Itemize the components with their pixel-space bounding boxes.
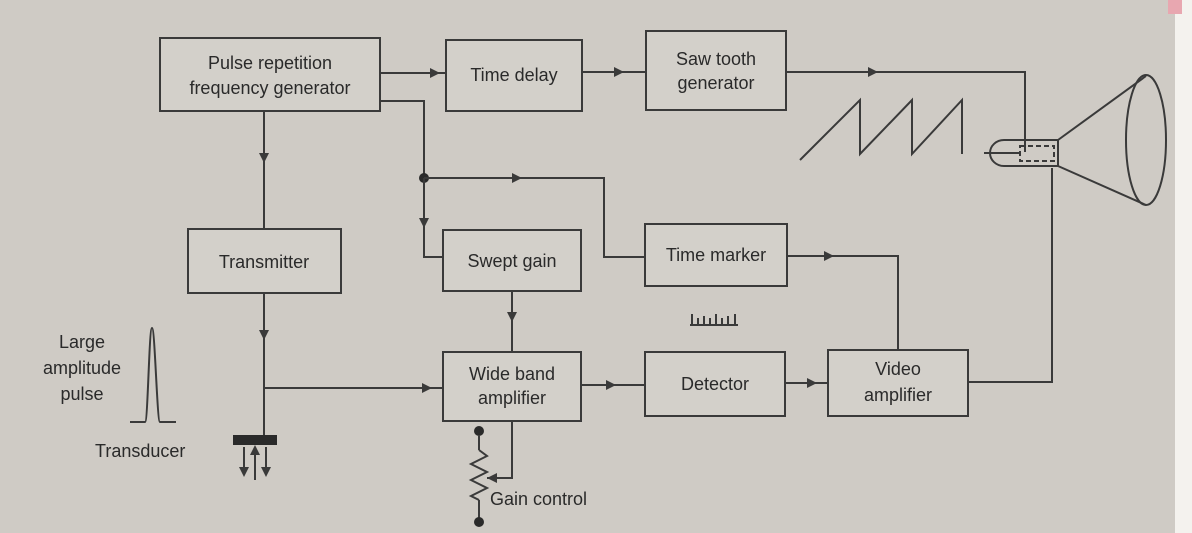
arrow-detector-to-video [807,378,817,388]
arrow-amplifier-to-detector [606,380,616,390]
block-detector: Detector [644,351,786,417]
gain-control-label: Gain control [490,489,587,509]
arrow-junction-to-time-marker [512,173,522,183]
arrow-swept-gain-to-amplifier [507,312,517,322]
detector-label: Detector [681,374,749,394]
arrow-delay-to-saw [614,67,624,77]
pulse-label-line3: pulse [60,384,103,404]
arrow-saw-to-crt [868,67,878,77]
time-marker-label: Time marker [666,245,766,265]
page-edge [1175,0,1192,533]
pulse-label: Large amplitude pulse [43,332,121,404]
wire-saw-to-crt [786,71,1026,152]
sawtooth-label-line2: generator [677,73,754,93]
crt-display-icon [984,74,1167,206]
sawtooth-waveform [799,97,963,161]
video-amplifier-label-line2: amplifier [864,385,932,405]
block-sawtooth-generator: Saw tooth generator [645,30,787,111]
block-transmitter: Transmitter [187,228,342,294]
arrow-gain-control-wiper [487,473,497,483]
time-marker-pips-icon [690,314,738,326]
transmitter-label: Transmitter [219,252,309,272]
arrow-prf-to-delay [430,68,440,78]
block-video-amplifier: Video amplifier [827,349,969,417]
arrow-junction-to-swept-gain [419,218,429,228]
sawtooth-label-line1: Saw tooth [676,49,756,69]
wire-junction-to-swept-gain [423,178,443,258]
corner-mark [1168,0,1182,14]
transducer-icon [233,435,277,480]
swept-gain-label: Swept gain [467,251,556,271]
time-delay-label: Time delay [470,65,557,85]
block-time-delay: Time delay [445,39,583,112]
video-amplifier-label-line1: Video [875,359,921,379]
wire-video-to-crt [968,168,1053,383]
pulse-label-line2: amplitude [43,358,121,378]
block-time-marker: Time marker [644,223,788,287]
arrow-transmitter-to-transducer [259,330,269,340]
connectors [259,67,1053,483]
wide-band-label-line1: Wide band [469,364,555,384]
block-prf-generator: Pulse repetition frequency generator [159,37,381,112]
wire-time-marker-to-video [787,255,899,350]
prf-generator-label-line2: frequency generator [189,78,350,98]
arrow-transducer-to-amplifier [422,383,432,393]
wire-prf-to-junction [380,100,425,178]
block-wide-band-amplifier: Wide band amplifier [442,351,582,422]
wide-band-label-line2: amplifier [478,388,546,408]
pulse-waveform [130,326,176,423]
arrow-time-marker-to-video [824,251,834,261]
arrow-prf-to-transmitter [259,153,269,163]
pulse-label-line1: Large [59,332,105,352]
wire-gain-control-wiper [487,421,513,479]
block-swept-gain: Swept gain [442,229,582,292]
transducer-label: Transducer [95,441,185,461]
gain-control-potentiometer-icon [468,426,490,527]
prf-generator-label-line1: Pulse repetition [208,53,332,73]
